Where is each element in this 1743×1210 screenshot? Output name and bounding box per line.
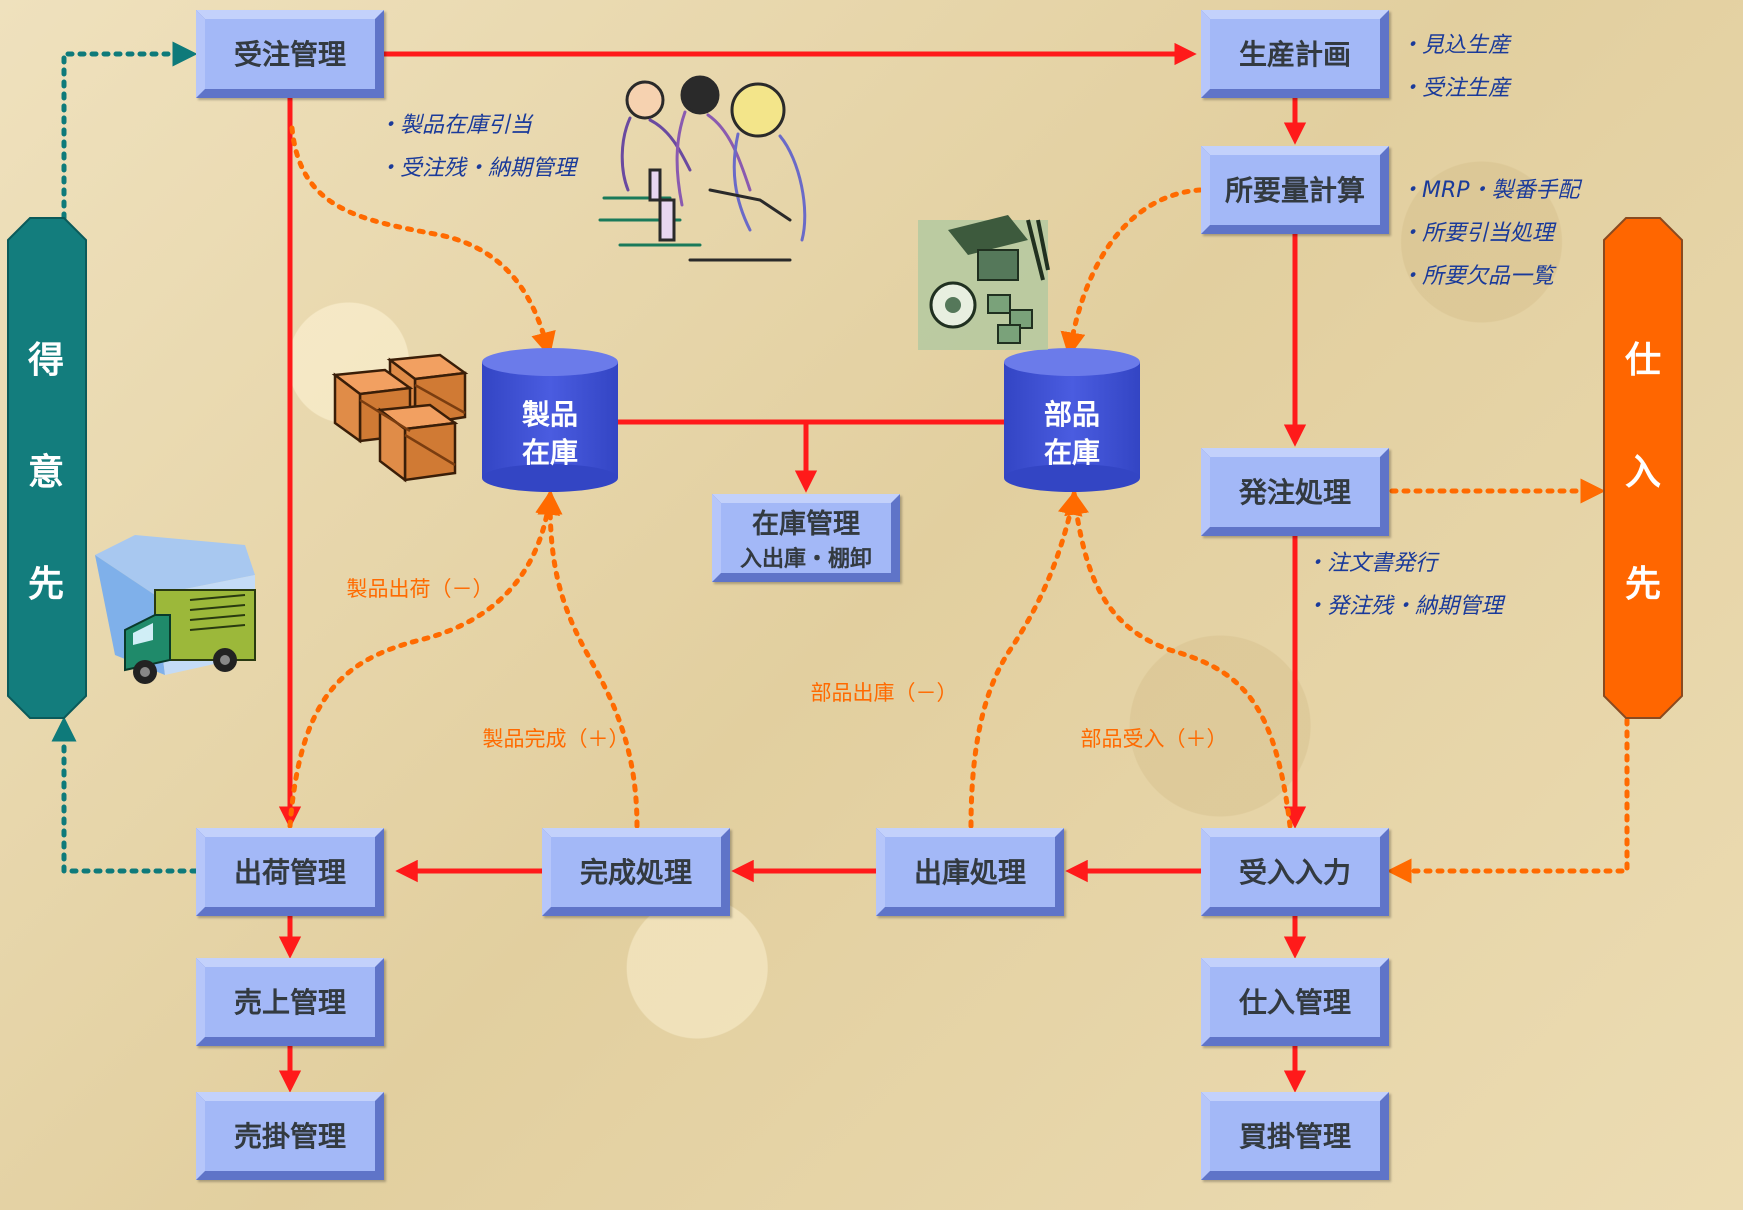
note-order-2: ・受注残・納期管理 (378, 156, 579, 181)
flow-customer-to-order (61, 41, 198, 221)
box-inventory-mgmt-sub: 入出庫・棚卸 (740, 546, 872, 572)
box-receivable-mgmt: 売掛管理 (196, 1092, 384, 1180)
product-stock-label-1: 製品 (522, 398, 578, 431)
label-parts-receive: 部品受入（＋） (1081, 727, 1228, 751)
flow-issue-to-parts-stock (968, 489, 1083, 829)
flow-order-to-product-stock (289, 125, 556, 358)
flow-receiving-to-parts-stock (1064, 489, 1293, 829)
supplier-char-3: 先 (1625, 564, 1661, 605)
label-parts-issue: 部品出庫（－） (811, 681, 958, 705)
product-stock-database: 製品 在庫 (482, 348, 618, 492)
flow-requirements-to-parts-stock (1060, 187, 1203, 358)
notes: ・製品在庫引当 ・受注残・納期管理 ・見込生産 ・受注生産 ・MRP・製番手配 … (378, 33, 1583, 619)
box-purchase-order-label: 発注処理 (1238, 476, 1351, 509)
flow-labels: 製品出荷（－） 製品完成（＋） 部品出庫（－） 部品受入（＋） (347, 577, 1228, 751)
parts-stock-label-2: 在庫 (1044, 436, 1100, 469)
box-receiving: 受入入力 (1201, 828, 1389, 916)
box-requirements-calc-label: 所要量計算 (1225, 174, 1365, 207)
customer-char-1: 得 (28, 340, 64, 381)
supplier-char-2: 入 (1625, 452, 1661, 493)
workers-clipart-icon (598, 75, 807, 262)
customer-char-3: 先 (28, 564, 64, 605)
parts-stock-database: 部品 在庫 (1004, 348, 1140, 492)
supplier-char-1: 仕 (1625, 340, 1661, 381)
main-flow-lines (278, 42, 1307, 1093)
box-purchase-order: 発注処理 (1201, 448, 1389, 536)
box-issue-label: 出庫処理 (914, 856, 1026, 889)
customer-char-2: 意 (28, 452, 64, 493)
note-req-2: ・所要引当処理 (1400, 221, 1557, 246)
process-boxes: 受注管理 生産計画 所要量計算 発注処理 在庫管 (196, 10, 1389, 1180)
box-sales-mgmt-label: 売上管理 (234, 986, 346, 1019)
flow-shipping-to-product-stock (287, 489, 561, 829)
box-inventory-mgmt: 在庫管理 入出庫・棚卸 (712, 494, 900, 582)
box-order-mgmt-label: 受注管理 (234, 38, 346, 71)
note-req-3: ・所要欠品一覧 (1400, 264, 1557, 289)
note-purchase-2: ・発注残・納期管理 (1305, 594, 1506, 619)
delivery-truck-icon (95, 535, 256, 684)
label-product-ship: 製品出荷（－） (347, 577, 494, 601)
product-stock-label-2: 在庫 (522, 436, 578, 469)
box-issue: 出庫処理 (876, 828, 1064, 916)
stock-flow-lines (287, 125, 1630, 884)
machine-parts-clipart-icon (918, 215, 1050, 350)
box-purchase-mgmt: 仕入管理 (1201, 958, 1389, 1046)
note-purchase-1: ・注文書発行 (1305, 551, 1440, 576)
box-inventory-mgmt-title: 在庫管理 (752, 509, 860, 540)
box-receiving-label: 受入入力 (1239, 856, 1351, 889)
flow-shipping-to-customer (51, 716, 199, 874)
flow-completion-to-product-stock (537, 489, 640, 829)
flow-supplier-to-receiving (1386, 717, 1630, 884)
box-production-plan: 生産計画 (1201, 10, 1389, 98)
customer-panel: 得 意 先 (7, 217, 87, 719)
wooden-crates-icon (331, 353, 469, 483)
box-requirements-calc: 所要量計算 (1201, 146, 1389, 234)
note-order-1: ・製品在庫引当 (378, 113, 534, 138)
label-product-complete: 製品完成（＋） (483, 727, 630, 751)
box-payable-mgmt-label: 買掛管理 (1239, 1120, 1351, 1153)
parts-stock-label-1: 部品 (1044, 398, 1100, 431)
box-receivable-mgmt-label: 売掛管理 (234, 1120, 346, 1153)
box-payable-mgmt: 買掛管理 (1201, 1092, 1389, 1180)
box-production-plan-label: 生産計画 (1239, 38, 1351, 71)
box-order-mgmt: 受注管理 (196, 10, 384, 98)
box-shipping-mgmt-label: 出荷管理 (234, 856, 346, 889)
box-sales-mgmt: 売上管理 (196, 958, 384, 1046)
box-shipping-mgmt: 出荷管理 (196, 828, 384, 916)
note-plan-1: ・見込生産 (1400, 33, 1512, 58)
customer-flow-lines (51, 41, 199, 874)
box-completion-label: 完成処理 (580, 856, 692, 889)
note-plan-2: ・受注生産 (1400, 76, 1512, 101)
box-completion: 完成処理 (542, 828, 730, 916)
note-req-1: ・MRP・製番手配 (1400, 178, 1583, 203)
box-purchase-mgmt-label: 仕入管理 (1238, 986, 1351, 1019)
supplier-panel: 仕 入 先 (1603, 217, 1683, 719)
